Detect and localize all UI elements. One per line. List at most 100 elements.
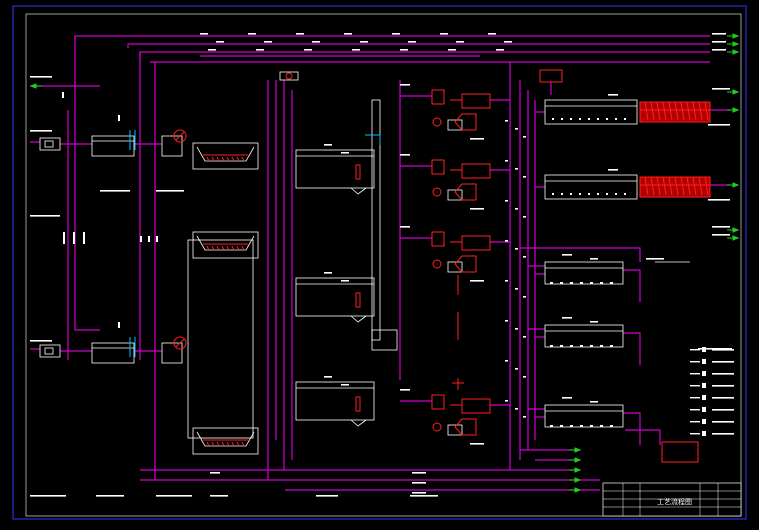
sludge-hatch <box>231 441 235 447</box>
legend-symbol <box>702 395 706 400</box>
pipe-label <box>412 482 426 484</box>
stage-diffuser <box>550 282 553 284</box>
pipe-label <box>515 408 518 410</box>
pump-header-box <box>461 163 491 179</box>
stage-diffuser <box>610 282 613 284</box>
flow-arrow-right <box>732 235 740 241</box>
sludge-hatch <box>231 156 235 162</box>
pipe-label <box>488 33 496 35</box>
flow-arrow-right <box>574 447 582 453</box>
pump-station-tank <box>431 89 445 105</box>
pipe-label <box>515 168 518 170</box>
sludge-hatch <box>206 156 210 162</box>
feed-tank-box <box>39 344 61 358</box>
legend-symbol <box>702 359 706 364</box>
valve-mark <box>140 236 142 242</box>
label-marks-layer <box>30 33 734 497</box>
pipe-label <box>523 216 526 218</box>
pipe-label <box>156 190 184 192</box>
sed-tank-body <box>295 277 375 317</box>
valve-mark <box>63 232 65 238</box>
diffuser <box>570 193 572 195</box>
legend-line <box>690 421 700 423</box>
thickener-hatch <box>692 101 697 121</box>
valve-mark <box>73 238 75 244</box>
valve-mark <box>118 322 120 328</box>
legend-line <box>690 373 700 375</box>
stage-diffuser <box>580 345 583 347</box>
diffuser <box>624 118 626 120</box>
pipe-label <box>210 495 228 497</box>
diffuser <box>579 193 581 195</box>
legend-label <box>712 433 734 435</box>
thickener-hatch <box>668 101 673 121</box>
pipe-label <box>341 384 349 386</box>
filter-tank-body <box>187 239 254 439</box>
instrument-layer <box>129 130 381 357</box>
legend-label <box>712 373 734 375</box>
diffuser <box>588 193 590 195</box>
pipe-label <box>515 328 518 330</box>
sed-sump <box>350 419 367 427</box>
pump-base <box>447 119 463 131</box>
sludge-hatch <box>236 441 240 447</box>
flow-arrows-layer <box>29 33 740 493</box>
legend-heading <box>698 348 732 350</box>
legend-label <box>712 397 734 399</box>
stage-diffuser <box>560 425 563 427</box>
pipe-label <box>264 41 272 43</box>
stage-diffuser <box>590 425 593 427</box>
pipe-label <box>712 234 730 236</box>
top-right-dosing <box>539 69 563 83</box>
thickener-hatch <box>644 176 649 196</box>
legend-line <box>690 397 700 399</box>
thickener-hatch <box>674 176 679 196</box>
diffuser <box>570 118 572 120</box>
reactor-pump-circle <box>173 129 187 143</box>
pipe-label <box>208 49 216 51</box>
pipe-label <box>30 76 52 78</box>
pipe-label <box>562 397 572 399</box>
thickener-hatch <box>692 176 697 196</box>
thickener-hatch <box>686 176 691 196</box>
stage-outlet <box>623 332 641 365</box>
stage-tank <box>544 261 624 285</box>
sludge-hatch <box>211 441 215 447</box>
pipe-label <box>324 376 332 378</box>
reactor-box <box>161 135 183 157</box>
pipe-label <box>470 443 484 445</box>
sludge-hatch <box>226 441 230 447</box>
pipe-label <box>312 41 320 43</box>
pipe-label <box>456 41 464 43</box>
sludge-hatch <box>211 245 215 251</box>
thickener-hatch <box>662 101 667 121</box>
flow-arrow-right <box>732 107 740 113</box>
sludge-hatch <box>241 156 245 162</box>
sludge-hatch <box>221 156 225 162</box>
pump-station-tank <box>431 159 445 175</box>
pipe-label <box>30 130 52 132</box>
stage-diffuser <box>580 282 583 284</box>
pipe-label <box>523 256 526 258</box>
sludge-hatch <box>226 245 230 251</box>
sed-sump <box>350 187 367 195</box>
pipe-label <box>505 280 508 282</box>
flow-arrow-right <box>732 33 740 39</box>
pipe-label <box>400 49 408 51</box>
pipe-label <box>523 136 526 138</box>
sludge-hatch <box>216 156 220 162</box>
pipe-label <box>523 416 526 418</box>
flow-arrow-right <box>732 89 740 95</box>
stage-diffuser <box>550 345 553 347</box>
pipe-label <box>496 49 504 51</box>
pipe-label <box>505 360 508 362</box>
diffuser <box>561 193 563 195</box>
pump-base <box>447 424 463 436</box>
reactor-box <box>161 342 183 364</box>
pipe-label <box>712 49 726 51</box>
legend-line <box>690 409 700 411</box>
pipe-label <box>504 41 512 43</box>
pipe-label <box>400 84 410 86</box>
thickener-hatch <box>644 101 649 121</box>
feed-tank-inner <box>44 347 54 355</box>
